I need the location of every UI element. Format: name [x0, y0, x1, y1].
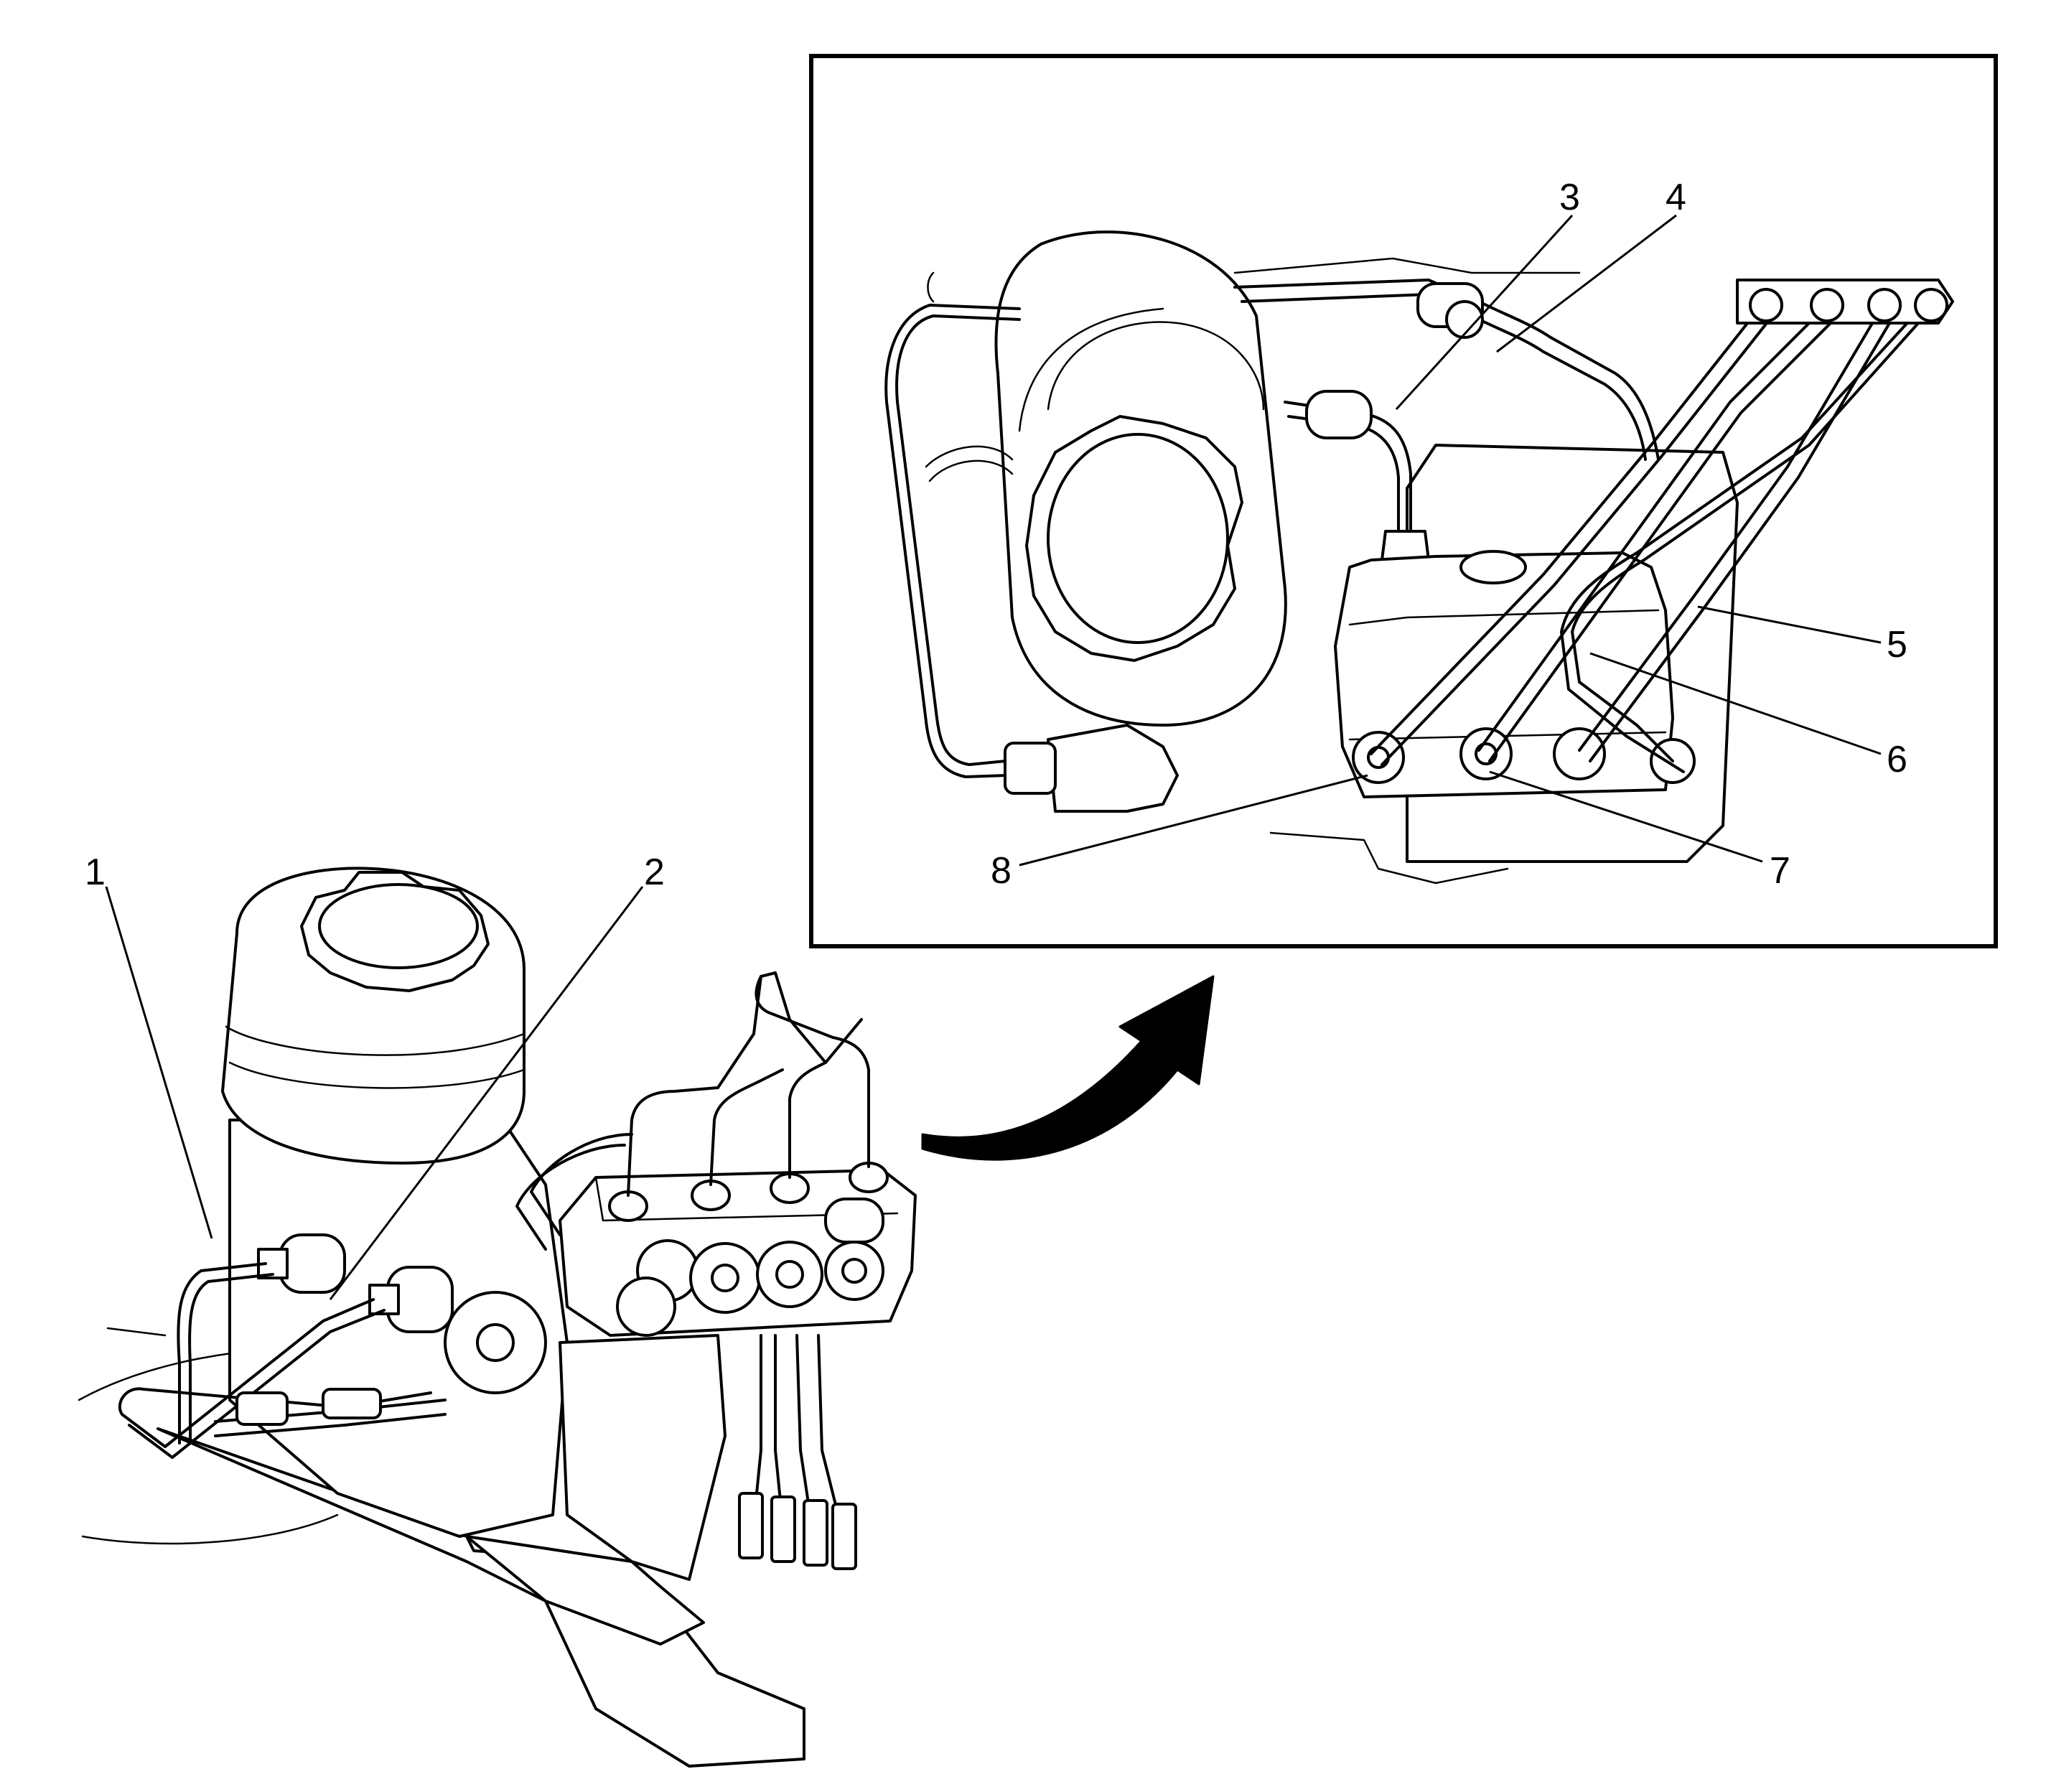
callout-labels: 1 2 3 4 5 6 7 8 — [85, 177, 1907, 893]
callout-4: 4 — [1666, 177, 1686, 218]
leader-lines — [105, 214, 1882, 1300]
reservoir-cap-detail — [1025, 415, 1243, 662]
callout-5: 5 — [1887, 624, 1907, 666]
reservoir-cap — [300, 871, 490, 992]
callout-1: 1 — [85, 851, 106, 893]
valve-brake-lines — [515, 971, 870, 1570]
callout-2: 2 — [644, 851, 665, 893]
detail-inset — [809, 54, 1998, 948]
detail-brake-lines — [1370, 279, 1954, 773]
zoom-arrow — [921, 975, 1215, 1161]
combination-valve-detail — [1334, 550, 1696, 798]
mounting-bracket — [157, 1427, 805, 1768]
callout-6: 6 — [1887, 739, 1907, 780]
callout-7: 7 — [1770, 850, 1790, 892]
callout-8: 8 — [991, 850, 1012, 892]
master-cylinder-brake-lines — [118, 1262, 447, 1459]
callout-3: 3 — [1559, 177, 1580, 218]
abs-modulator-valve — [559, 1162, 917, 1337]
main-assembly-view — [78, 867, 917, 1768]
